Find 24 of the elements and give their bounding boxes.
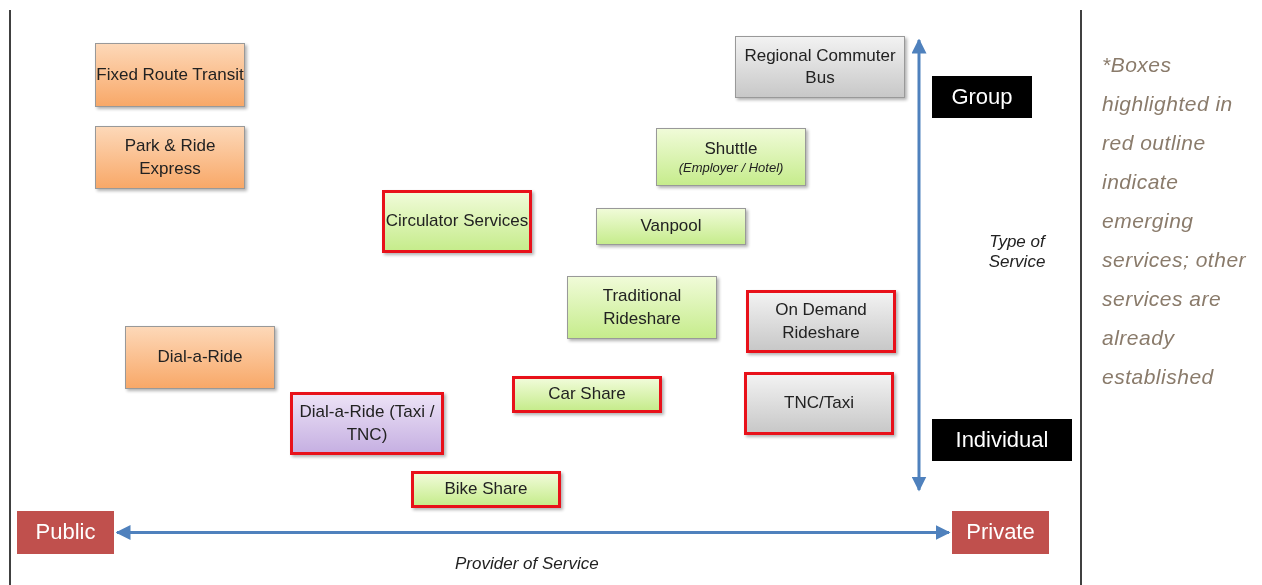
axis-end-label: Group bbox=[932, 76, 1032, 118]
service-box: Dial-a-Ride (Taxi / TNC) bbox=[290, 392, 444, 455]
service-box: Dial-a-Ride bbox=[125, 326, 275, 389]
service-name: Shuttle bbox=[704, 137, 758, 160]
service-note: (Employer / Hotel) bbox=[678, 159, 784, 177]
service-box bbox=[656, 128, 806, 186]
service-box: Regional Commuter Bus bbox=[735, 36, 905, 98]
axis-label: Type of Service bbox=[987, 232, 1047, 272]
service-box: Circulator Services bbox=[382, 190, 532, 253]
service-box: Vanpool bbox=[596, 208, 746, 245]
service-box: Traditional Rideshare bbox=[567, 276, 717, 339]
axis-end-label: Public bbox=[17, 511, 114, 554]
axis-label: Provider of Service bbox=[455, 554, 600, 574]
service-box: Park & Ride Express bbox=[95, 126, 245, 189]
double-arrow bbox=[115, 525, 951, 540]
note-text: *Boxes highlighted in red outline indicate emerging services; other services are already established bbox=[1102, 52, 1248, 390]
axis-end-label: Private bbox=[952, 511, 1049, 554]
service-box: TNC/Taxi bbox=[744, 372, 894, 435]
double-arrow bbox=[911, 38, 927, 492]
service-box: Car Share bbox=[512, 376, 662, 413]
service-box: Fixed Route Transit bbox=[95, 43, 245, 107]
service-box: Bike Share bbox=[411, 471, 561, 508]
axis-end-label: Individual bbox=[932, 419, 1072, 461]
service-box: On Demand Rideshare bbox=[746, 290, 896, 353]
